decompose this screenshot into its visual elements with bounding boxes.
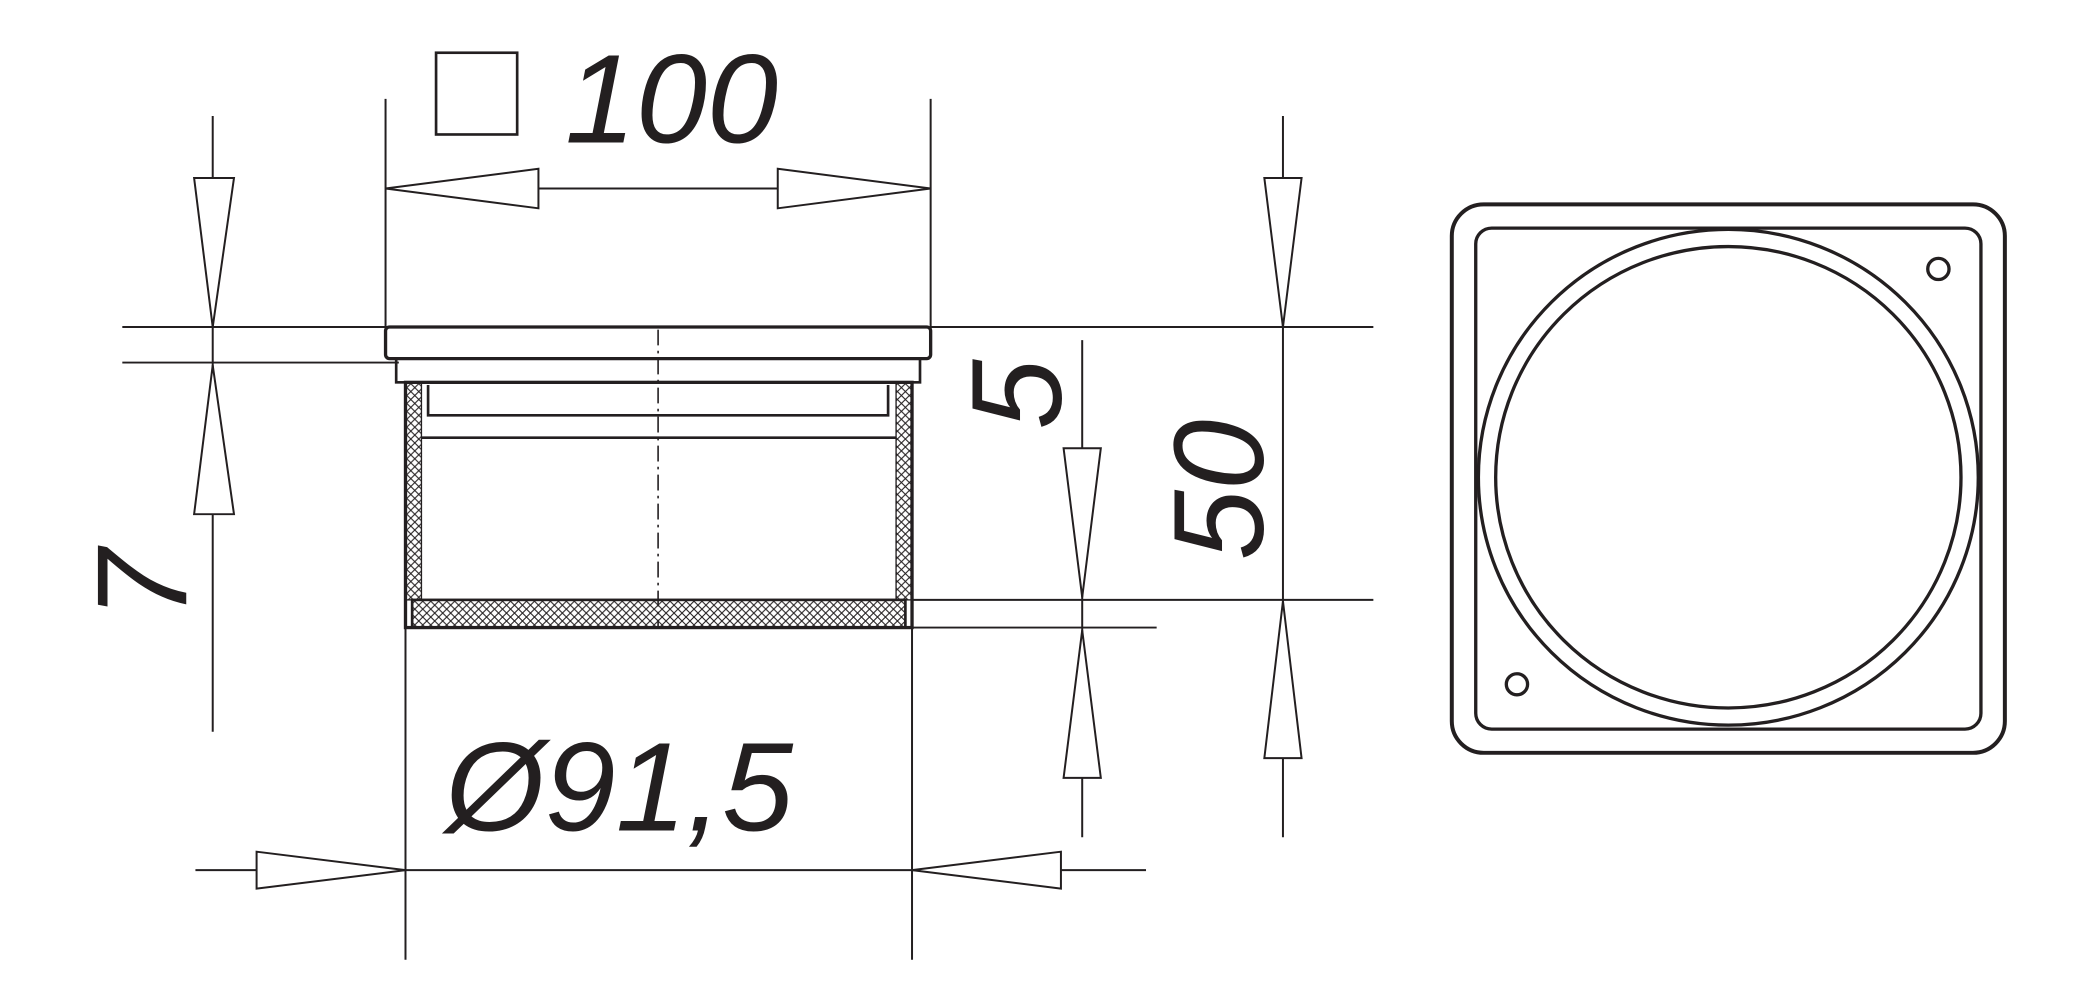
arrowhead bbox=[192, 365, 236, 516]
arrowhead bbox=[776, 167, 931, 210]
flange-height-label: 7 bbox=[71, 545, 214, 620]
square-icon bbox=[434, 51, 519, 136]
arrowhead bbox=[911, 850, 1062, 890]
arrowhead bbox=[385, 167, 540, 210]
part-section-view bbox=[383, 325, 933, 630]
height-label: 50 bbox=[1148, 420, 1291, 561]
screw-hole bbox=[1926, 256, 1951, 282]
part-top-view bbox=[1449, 202, 2007, 755]
bottom-thickness-dimension: 5 bbox=[912, 340, 1374, 838]
flange-height-dimension: 7 bbox=[71, 116, 399, 732]
bottom-thickness-label: 5 bbox=[945, 359, 1088, 430]
arrowhead bbox=[1263, 176, 1303, 328]
screw-hole bbox=[1504, 672, 1530, 697]
height-dimension: 50 bbox=[930, 116, 1374, 838]
arrowhead bbox=[1062, 630, 1102, 779]
diameter-dimension: Ø91,5 bbox=[195, 627, 1147, 960]
diameter-label: Ø91,5 bbox=[441, 716, 793, 857]
arrowhead bbox=[192, 176, 236, 328]
width-dimension: 100 bbox=[384, 28, 932, 330]
arrowhead bbox=[255, 850, 406, 890]
arrowhead bbox=[1062, 447, 1102, 598]
width-label: 100 bbox=[565, 28, 778, 169]
arrowhead bbox=[1263, 601, 1303, 760]
